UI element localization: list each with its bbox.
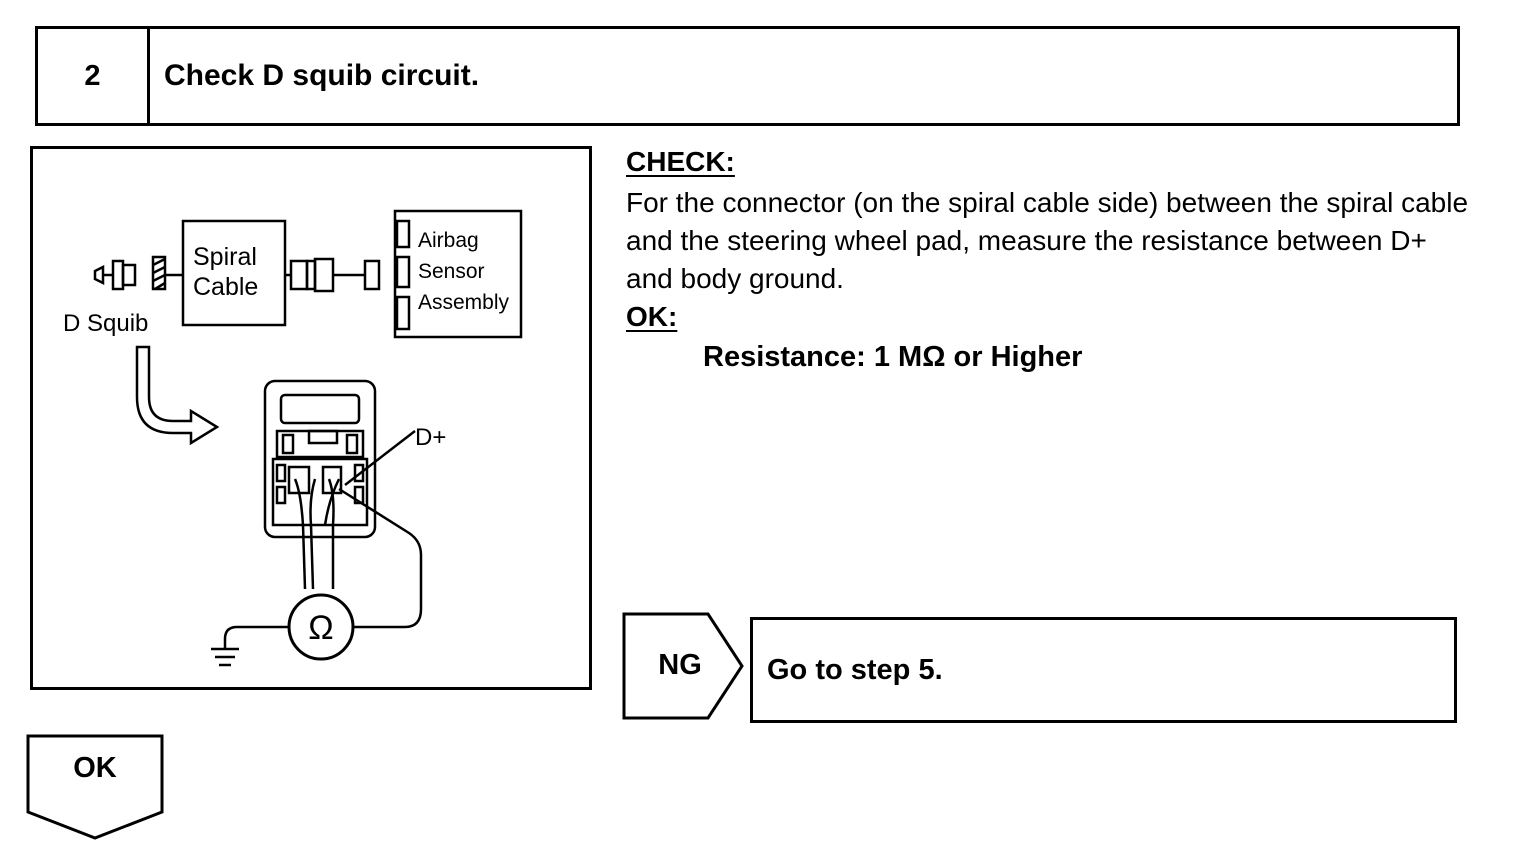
- resistance-spec: Resistance: 1 MΩ or Higher: [703, 341, 1083, 373]
- spiral-cable-label-line1: Spiral: [193, 243, 257, 271]
- wiring-illustration: Spiral Cable Airbag Sensor Assembly D Sq…: [30, 146, 592, 690]
- ng-tag-label: NG: [658, 648, 702, 681]
- probe-lead-left: [293, 478, 307, 590]
- ok-tag-shape: [26, 734, 164, 840]
- d-plus-label: D+: [415, 424, 446, 451]
- airbag-label-line3: Assembly: [418, 291, 510, 314]
- check-heading: CHECK:: [626, 146, 735, 177]
- ng-action: Go to step 5.: [750, 617, 1457, 723]
- check-instructions: For the connector (on the spiral cable s…: [626, 187, 1469, 294]
- squib-plug: [111, 259, 125, 291]
- view-arrow: [135, 345, 220, 446]
- step-header: 2 Check D squib circuit.: [35, 26, 1460, 126]
- squib-plug-tip: [93, 264, 105, 286]
- meter-lead: [338, 487, 423, 629]
- ng-tag-shape: [622, 612, 744, 720]
- d-plus-leader: [344, 430, 416, 486]
- spiral-cable-label-line2: Cable: [193, 273, 258, 301]
- airbag-label-line1: Airbag: [418, 229, 479, 252]
- ohm-symbol: Ω: [308, 609, 333, 647]
- airbag-label-line2: Sensor: [418, 260, 485, 283]
- spiral-cable-box: [181, 219, 287, 327]
- ok-tag-label: OK: [73, 752, 117, 784]
- probe-lead-right: [327, 478, 335, 589]
- step-title: Check D squib circuit.: [164, 59, 480, 92]
- connector-face: [263, 379, 377, 539]
- airbag-sensor-assembly-box: [393, 209, 523, 339]
- d-squib-label: D Squib: [63, 310, 148, 337]
- step-number: 2: [38, 29, 150, 123]
- cable-connector: [313, 257, 335, 293]
- connector-diagram: Spiral Cable Airbag Sensor Assembly D Sq…: [63, 209, 523, 667]
- ok-heading: OK:: [626, 301, 678, 332]
